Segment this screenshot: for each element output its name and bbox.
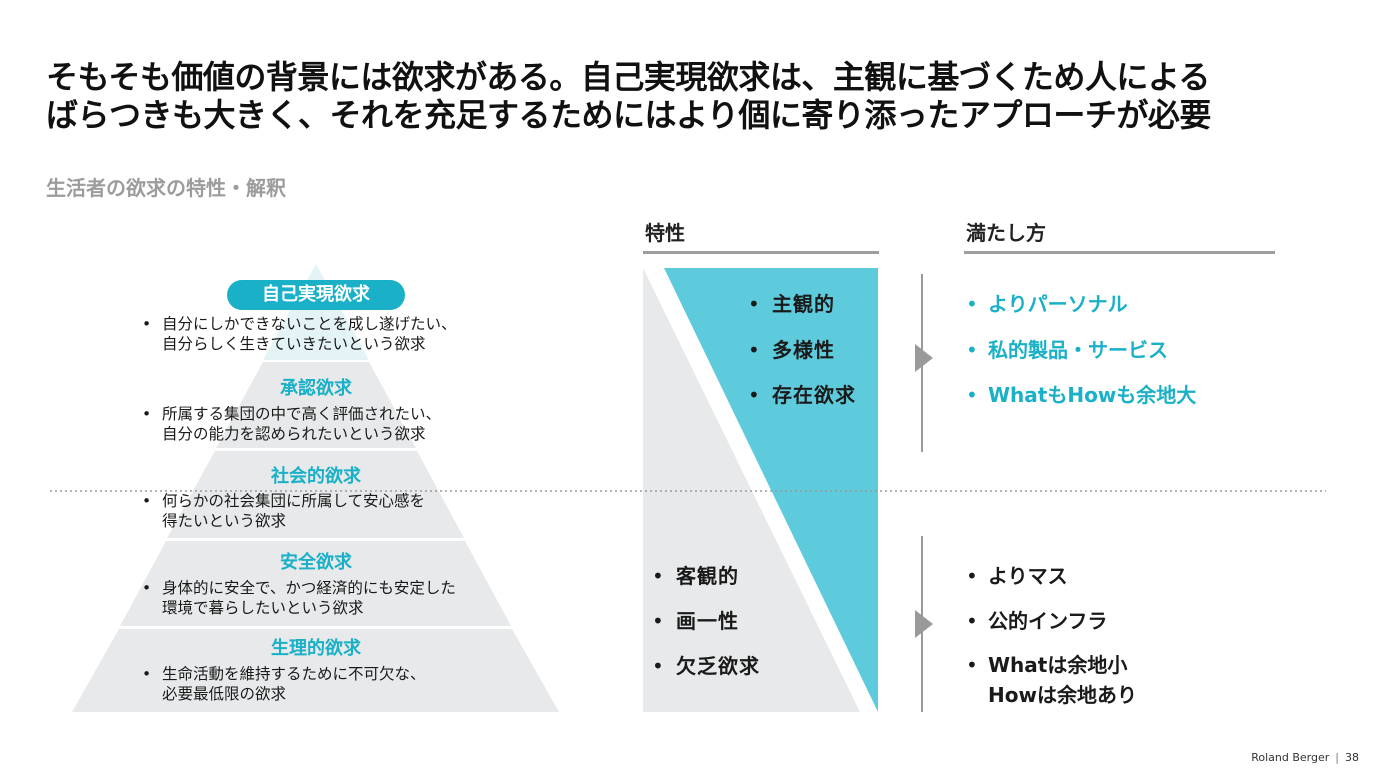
- bullet: •: [142, 405, 152, 423]
- desc-line-2: 必要最低限の欲求: [162, 685, 287, 703]
- pyramid-level-physiological: [72, 629, 559, 712]
- level-title-self-actualization: 自己実現欲求: [227, 280, 405, 310]
- traits-teal-triangle: [664, 268, 878, 712]
- trait-label: 主観的: [772, 292, 835, 316]
- traits-gray-triangle: [643, 268, 860, 712]
- how-lower-item: • よりマス: [966, 560, 1068, 589]
- bullet: •: [652, 654, 665, 678]
- pyramid-level-safety: [120, 541, 511, 626]
- level-title-social: 社会的欲求: [271, 466, 361, 487]
- how-label: よりマス: [988, 564, 1068, 588]
- level-title-esteem: 承認欲求: [280, 378, 352, 399]
- page-number: 38: [1345, 751, 1359, 764]
- traits-header: 特性: [645, 221, 685, 245]
- how-upper-item: • WhatもHowも余地大: [966, 379, 1196, 408]
- trait-label: 多様性: [772, 338, 835, 362]
- desc-line-1: 生命活動を維持するために不可欠な、: [162, 665, 426, 683]
- desc-line-2: 自分らしく生きていきたいという欲求: [162, 335, 426, 353]
- brand-name: Roland Berger: [1251, 751, 1330, 764]
- desc-line-2: 得たいという欲求: [162, 512, 287, 530]
- how-label: 私的製品・サービス: [988, 338, 1168, 362]
- bullet: •: [966, 338, 978, 362]
- footer-separator: |: [1335, 751, 1339, 764]
- bullet: •: [142, 665, 152, 683]
- bullet: •: [966, 609, 978, 633]
- how-label: WhatもHowも余地大: [988, 383, 1197, 407]
- trait-label: 画一性: [676, 609, 739, 633]
- level-title-safety: 安全欲求: [280, 552, 352, 573]
- footer: Roland Berger | 38: [1251, 751, 1359, 764]
- trait-upper-item: • 主観的: [748, 288, 835, 317]
- how-label: 公的インフラ: [988, 609, 1108, 633]
- how-header: 満たし方: [966, 221, 1046, 245]
- desc-line-2: 環境で暮らしたいという欲求: [162, 599, 364, 617]
- bullet: •: [652, 609, 665, 633]
- bullet: •: [966, 383, 978, 407]
- level-desc-esteem: • 所属する集団の中で高く評価されたい、 自分の能力を認められたいという欲求: [142, 404, 441, 444]
- bullet: •: [748, 338, 761, 362]
- how-label: Whatは余地小: [988, 653, 1128, 677]
- trait-upper-item: • 存在欲求: [748, 379, 856, 408]
- trait-upper-item: • 多様性: [748, 334, 835, 363]
- bullet: •: [966, 653, 978, 677]
- arrow-right-lower-icon: [915, 610, 933, 638]
- how-label-line-2: Howは余地あり: [988, 683, 1137, 707]
- trait-lower-item: • 画一性: [652, 605, 739, 634]
- bullet: •: [142, 315, 152, 333]
- level-desc-self-actualization: • 自分にしかできないことを成し遂げたい、 自分らしく生きていきたいという欲求: [142, 314, 457, 354]
- how-lower-item: • Whatは余地小 Howは余地あり: [966, 650, 1137, 710]
- how-header-rule: [964, 251, 1275, 254]
- trait-label: 客観的: [676, 564, 739, 588]
- level-desc-physiological: • 生命活動を維持するために不可欠な、 必要最低限の欲求: [142, 664, 426, 704]
- pyramid-level-esteem: [216, 362, 416, 448]
- bullet: •: [142, 579, 152, 597]
- pyramid-level-social: [167, 451, 464, 538]
- trait-label: 欠乏欲求: [676, 654, 760, 678]
- arrow-right-upper-icon: [915, 344, 933, 372]
- level-title-physiological: 生理的欲求: [271, 638, 361, 659]
- how-upper-item: • よりパーソナル: [966, 288, 1128, 317]
- desc-line-1: 所属する集団の中で高く評価されたい、: [162, 405, 442, 423]
- bullet: •: [748, 292, 761, 316]
- trait-lower-item: • 客観的: [652, 560, 739, 589]
- desc-line-1: 身体的に安全で、かつ経済的にも安定した: [162, 579, 456, 597]
- section-subtitle: 生活者の欲求の特性・解釈: [46, 176, 286, 200]
- bullet: •: [966, 292, 978, 316]
- page-title: そもそも価値の背景には欲求がある。自己実現欲求は、主観に基づくため人による ばら…: [46, 58, 1346, 134]
- bullet: •: [142, 492, 152, 510]
- trait-lower-item: • 欠乏欲求: [652, 650, 760, 679]
- bullet: •: [748, 383, 761, 407]
- desc-line-2: 自分の能力を認められたいという欲求: [162, 425, 426, 443]
- pyramid-level-self-actualization: [263, 264, 369, 360]
- level-desc-social: • 何らかの社会集団に所属して安心感を 得たいという欲求: [142, 491, 425, 531]
- title-line-1: そもそも価値の背景には欲求がある。自己実現欲求は、主観に基づくため人による: [46, 58, 1210, 96]
- desc-line-1: 何らかの社会集団に所属して安心感を: [162, 492, 426, 510]
- bullet: •: [652, 564, 665, 588]
- bullet: •: [966, 564, 978, 588]
- level-desc-safety: • 身体的に安全で、かつ経済的にも安定した 環境で暮らしたいという欲求: [142, 578, 456, 618]
- desc-line-1: 自分にしかできないことを成し遂げたい、: [162, 315, 457, 333]
- how-lower-item: • 公的インフラ: [966, 605, 1107, 634]
- trait-label: 存在欲求: [772, 383, 856, 407]
- title-line-2: ばらつきも大きく、それを充足するためにはより個に寄り添ったアプローチが必要: [46, 96, 1211, 134]
- how-upper-item: • 私的製品・サービス: [966, 334, 1168, 363]
- traits-header-rule: [643, 251, 879, 254]
- how-label: よりパーソナル: [988, 292, 1128, 316]
